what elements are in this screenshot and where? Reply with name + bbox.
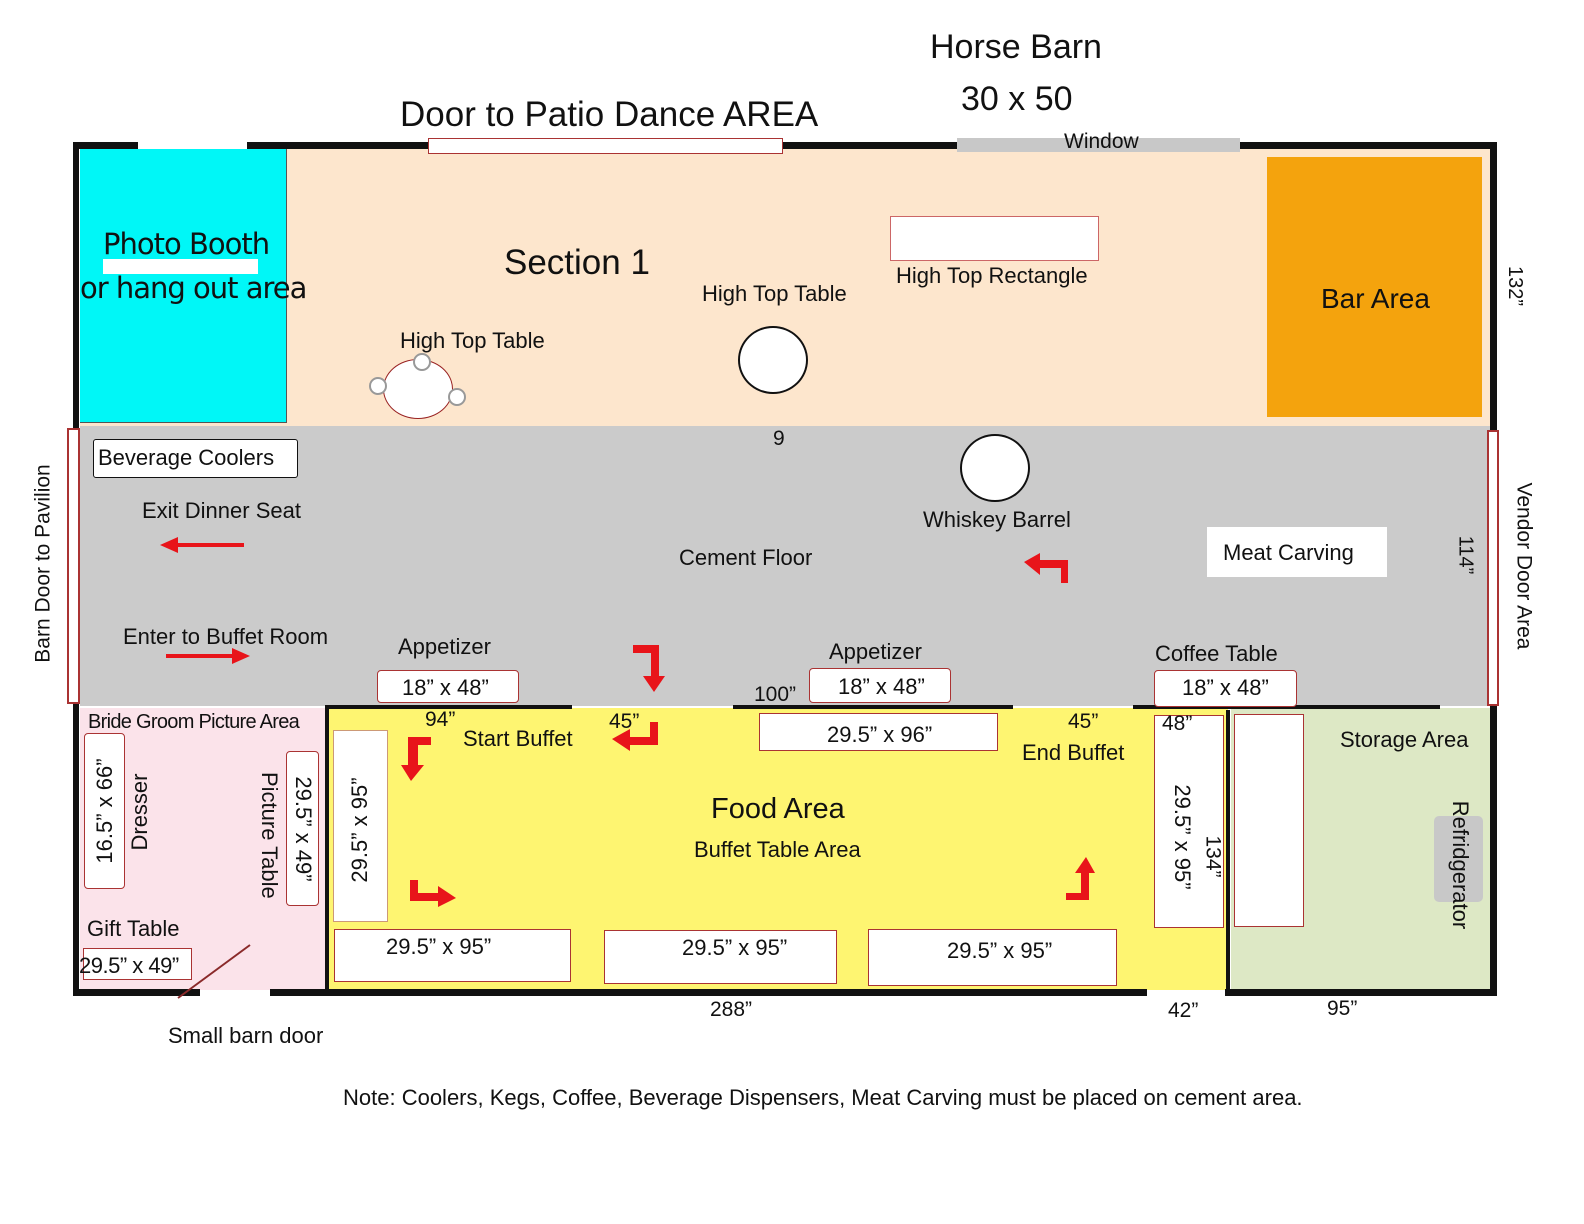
- start-buffet-label: Start Buffet: [463, 726, 573, 751]
- photo-booth-highlight: [103, 259, 258, 274]
- high-top-table-label-2: High Top Table: [702, 281, 847, 306]
- coffee-table-label: Coffee Table: [1155, 641, 1278, 666]
- dim-288: 288”: [710, 998, 753, 1021]
- turn-arrow-down-start-icon: [401, 737, 431, 781]
- title-dimensions: 30 x 50: [961, 80, 1073, 118]
- beverage-coolers-label: Beverage Coolers: [98, 445, 275, 470]
- appetizer-table-1[interactable]: [377, 670, 519, 703]
- coffee-table-size: 18” x 48”: [1182, 675, 1269, 700]
- wall-bottom-mid: [270, 989, 1147, 996]
- table-number: 9: [773, 427, 785, 450]
- picture-table[interactable]: [286, 751, 319, 906]
- refrigerator[interactable]: [1434, 816, 1483, 902]
- wall-top-left: [74, 142, 138, 149]
- dim-45a: 45”: [609, 710, 640, 733]
- barn-door-left[interactable]: [67, 428, 80, 704]
- turn-arrow-up-end-icon: [1066, 857, 1095, 900]
- wall-food-top-2: [733, 705, 1013, 709]
- appetizer-2-size: 18” x 48”: [838, 674, 925, 699]
- dim-95: 95”: [1327, 997, 1358, 1020]
- buffet-bottom-table-3-size: 29.5” x 95”: [947, 938, 1053, 963]
- bar-area: [1267, 157, 1482, 417]
- patio-door-label: Door to Patio Dance AREA: [400, 95, 819, 134]
- exit-arrow-left-icon: [160, 537, 244, 553]
- high-top-rectangle[interactable]: [890, 216, 1099, 261]
- dim-94: 94”: [425, 708, 456, 731]
- gift-table-size: 29.5” x 49”: [79, 953, 179, 978]
- small-barn-door-label: Small barn door: [168, 1023, 324, 1048]
- turn-arrow-down-center-icon: [633, 645, 665, 692]
- coffee-table[interactable]: [1154, 670, 1297, 707]
- stool-2: [369, 377, 387, 395]
- wall-divider-food-storage: [1226, 710, 1230, 995]
- wall-top: [247, 142, 1497, 149]
- wall-food-top-3: [1133, 705, 1440, 709]
- window: [957, 138, 1240, 152]
- buffet-bottom-table-2-size: 29.5” x 95”: [682, 935, 788, 960]
- bride-groom-label: Bride Groom Picture Area: [88, 711, 300, 733]
- turn-arrow-whiskey-icon: [1024, 553, 1068, 583]
- photo-booth-label: Photo Booth: [103, 227, 270, 261]
- appetizer-1-label: Appetizer: [398, 634, 491, 659]
- whiskey-barrel-label: Whiskey Barrel: [923, 507, 1071, 532]
- appetizer-1-size: 18” x 48”: [402, 675, 489, 700]
- high-top-rectangle-label: High Top Rectangle: [896, 263, 1088, 288]
- enter-buffet-label: Enter to Buffet Room: [123, 624, 329, 649]
- wall-divider-bride-food: [325, 705, 329, 995]
- food-area-label: Food Area: [711, 793, 845, 825]
- buffet-right-table[interactable]: [1154, 715, 1224, 928]
- wall-food-top-1: [326, 705, 572, 709]
- dim-100: 100”: [754, 683, 797, 706]
- hang-out-label: or hang out area: [80, 271, 307, 305]
- buffet-top-table-size: 29.5” x 96”: [827, 722, 933, 747]
- appetizer-table-2[interactable]: [809, 668, 951, 703]
- storage-table[interactable]: [1234, 714, 1304, 927]
- appetizer-2-label: Appetizer: [829, 639, 922, 664]
- patio-door[interactable]: [428, 138, 783, 154]
- vendor-door-right[interactable]: [1487, 430, 1499, 706]
- buffet-bottom-table-1[interactable]: [334, 929, 571, 982]
- dim-48: 48”: [1162, 712, 1193, 735]
- bar-area-label: Bar Area: [1321, 283, 1430, 314]
- storage-area-label: Storage Area: [1340, 727, 1469, 752]
- buffet-bottom-table-3[interactable]: [868, 929, 1117, 986]
- dresser-table[interactable]: [84, 733, 125, 889]
- gift-table-label: Gift Table: [87, 916, 180, 941]
- title-horse-barn: Horse Barn: [930, 28, 1102, 66]
- exit-dinner-seat-label: Exit Dinner Seat: [142, 498, 301, 523]
- section-1-label: Section 1: [504, 243, 650, 282]
- photo-booth-area: [80, 149, 287, 423]
- window-label: Window: [1064, 130, 1139, 153]
- buffet-table-area-label: Buffet Table Area: [694, 837, 861, 862]
- whiskey-barrel[interactable]: [960, 434, 1030, 502]
- stool-3: [448, 388, 466, 406]
- wall-bottom-right: [1225, 989, 1497, 996]
- meat-carving-label: Meat Carving: [1223, 540, 1354, 565]
- stool-1: [413, 353, 431, 371]
- buffet-bottom-table-2[interactable]: [604, 930, 837, 984]
- dim-42: 42”: [1168, 999, 1199, 1022]
- placement-note: Note: Coolers, Kegs, Coffee, Beverage Di…: [343, 1085, 1303, 1110]
- enter-arrow-right-icon: [166, 648, 250, 664]
- wall-bottom-left: [73, 989, 200, 996]
- buffet-top-table[interactable]: [759, 713, 998, 751]
- beverage-coolers[interactable]: [93, 439, 298, 478]
- turn-arrow-left-45-icon: [612, 722, 658, 751]
- buffet-bottom-table-1-size: 29.5” x 95”: [386, 934, 492, 959]
- buffet-left-table[interactable]: [333, 730, 388, 922]
- turn-arrow-right-bottom-icon: [410, 880, 456, 907]
- gift-table[interactable]: [83, 948, 192, 980]
- small-barn-door-swing: [177, 944, 251, 999]
- cement-floor-label: Cement Floor: [679, 545, 813, 570]
- high-top-table-round-2[interactable]: [738, 326, 808, 394]
- high-top-table-label-1: High Top Table: [400, 328, 545, 353]
- end-buffet-label: End Buffet: [1022, 740, 1125, 765]
- dim-45b: 45”: [1068, 710, 1099, 733]
- meat-carving[interactable]: [1207, 527, 1387, 577]
